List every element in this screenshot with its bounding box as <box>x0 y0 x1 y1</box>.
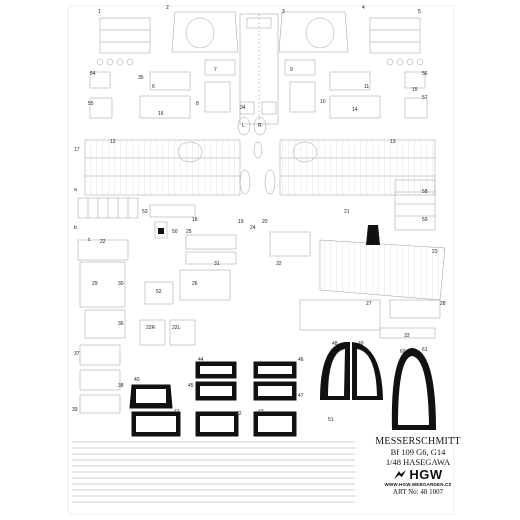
part-label: 10 <box>320 99 326 105</box>
brand-name: HGW <box>409 467 443 482</box>
part-label: 4 <box>362 5 365 11</box>
part-label: 40 <box>134 377 140 383</box>
part-label: 6 <box>152 84 155 90</box>
middle-panels <box>77 204 446 339</box>
part-label: 33 <box>404 333 410 339</box>
part-label: 27 <box>366 301 372 307</box>
part-label: 39 <box>72 407 78 413</box>
part-label: 52 <box>156 289 162 295</box>
part-label: 29 <box>92 281 98 287</box>
part-label: 38 <box>118 383 124 389</box>
part-label: 57 <box>422 95 428 101</box>
part-label: 5 <box>418 9 421 15</box>
part-label: 56 <box>422 71 428 77</box>
part-label: 59 <box>422 217 428 223</box>
part-label: 22L <box>172 325 181 331</box>
part-label: 23 <box>432 249 438 255</box>
ladder-parts <box>77 179 436 231</box>
part-label: 41 <box>174 409 180 415</box>
part-label: 24 <box>250 225 256 231</box>
eagle-icon <box>394 469 407 479</box>
part-label: 26 <box>192 281 198 287</box>
part-label: 17 <box>74 147 80 153</box>
part-label: 22R <box>146 325 156 331</box>
part-label: 7 <box>214 67 217 73</box>
part-label: 19 <box>238 219 244 225</box>
part-label: c <box>88 237 91 243</box>
part-label: 9 <box>290 67 293 73</box>
part-label: 14 <box>352 107 358 113</box>
part-label: 45 <box>188 383 194 389</box>
radiator-frames <box>129 225 436 437</box>
part-label: 54 <box>90 71 96 77</box>
part-label: 60 <box>400 349 406 355</box>
part-label: R <box>258 123 262 129</box>
part-label: 44 <box>198 357 204 363</box>
part-label: 61 <box>422 347 428 353</box>
website: WWW.HGW.WEBGARDEN.CZ <box>384 482 452 487</box>
upper-panels <box>89 59 428 119</box>
part-label: a <box>74 187 77 193</box>
kit-info-block: MESSERSCHMITT Bf 109 G6, G14 1/48 HASEGA… <box>356 436 480 497</box>
part-label: 18 <box>192 217 198 223</box>
part-label: 53 <box>142 209 148 215</box>
part-label: 32 <box>276 261 282 267</box>
part-label: 20 <box>262 219 268 225</box>
part-label: 37 <box>74 351 80 357</box>
part-label: b <box>74 225 77 231</box>
part-label: 28 <box>440 301 446 307</box>
part-label: 58 <box>422 189 428 195</box>
brand-logo: HGW <box>356 468 480 482</box>
part-label: 1 <box>98 9 101 15</box>
part-label: 36 <box>118 321 124 327</box>
part-label: 16 <box>158 111 164 117</box>
long-strips <box>72 441 355 503</box>
cowling-parts <box>99 11 421 125</box>
rivet-disc-parts <box>96 58 424 66</box>
part-label: 3 <box>282 9 285 15</box>
part-label: 12 <box>110 139 116 145</box>
part-label: 48 <box>332 341 338 347</box>
wing-frames <box>84 139 436 196</box>
art-number: ART No: 48 1007 <box>392 488 444 496</box>
scale-kit: 1/48 HASEGAWA <box>385 457 451 467</box>
part-label: 21 <box>344 209 350 215</box>
part-label: 8 <box>196 101 199 107</box>
part-label: 51 <box>328 417 334 423</box>
part-label: 43 <box>258 409 264 415</box>
part-label: 55 <box>88 101 94 107</box>
manufacturer-title: MESSERSCHMITT <box>375 436 461 447</box>
part-label: L <box>242 123 245 129</box>
part-label: 13 <box>390 139 396 145</box>
part-label: 46 <box>298 357 304 363</box>
part-label: 25 <box>186 229 192 235</box>
part-label: 50 <box>172 229 178 235</box>
part-label: 22 <box>100 239 106 245</box>
part-label: 2 <box>166 5 169 11</box>
part-label: 34 <box>240 105 246 111</box>
part-label: 49 <box>358 341 364 347</box>
part-label: 30 <box>118 281 124 287</box>
part-label: 42 <box>236 411 242 417</box>
part-label: 47 <box>298 393 304 399</box>
model-name: Bf 109 G6, G14 <box>390 447 446 457</box>
part-label: 11 <box>364 84 370 90</box>
gear-doors <box>79 309 196 414</box>
part-label: 31 <box>214 261 220 267</box>
part-label: 15 <box>412 87 418 93</box>
part-label: 35 <box>138 75 144 81</box>
